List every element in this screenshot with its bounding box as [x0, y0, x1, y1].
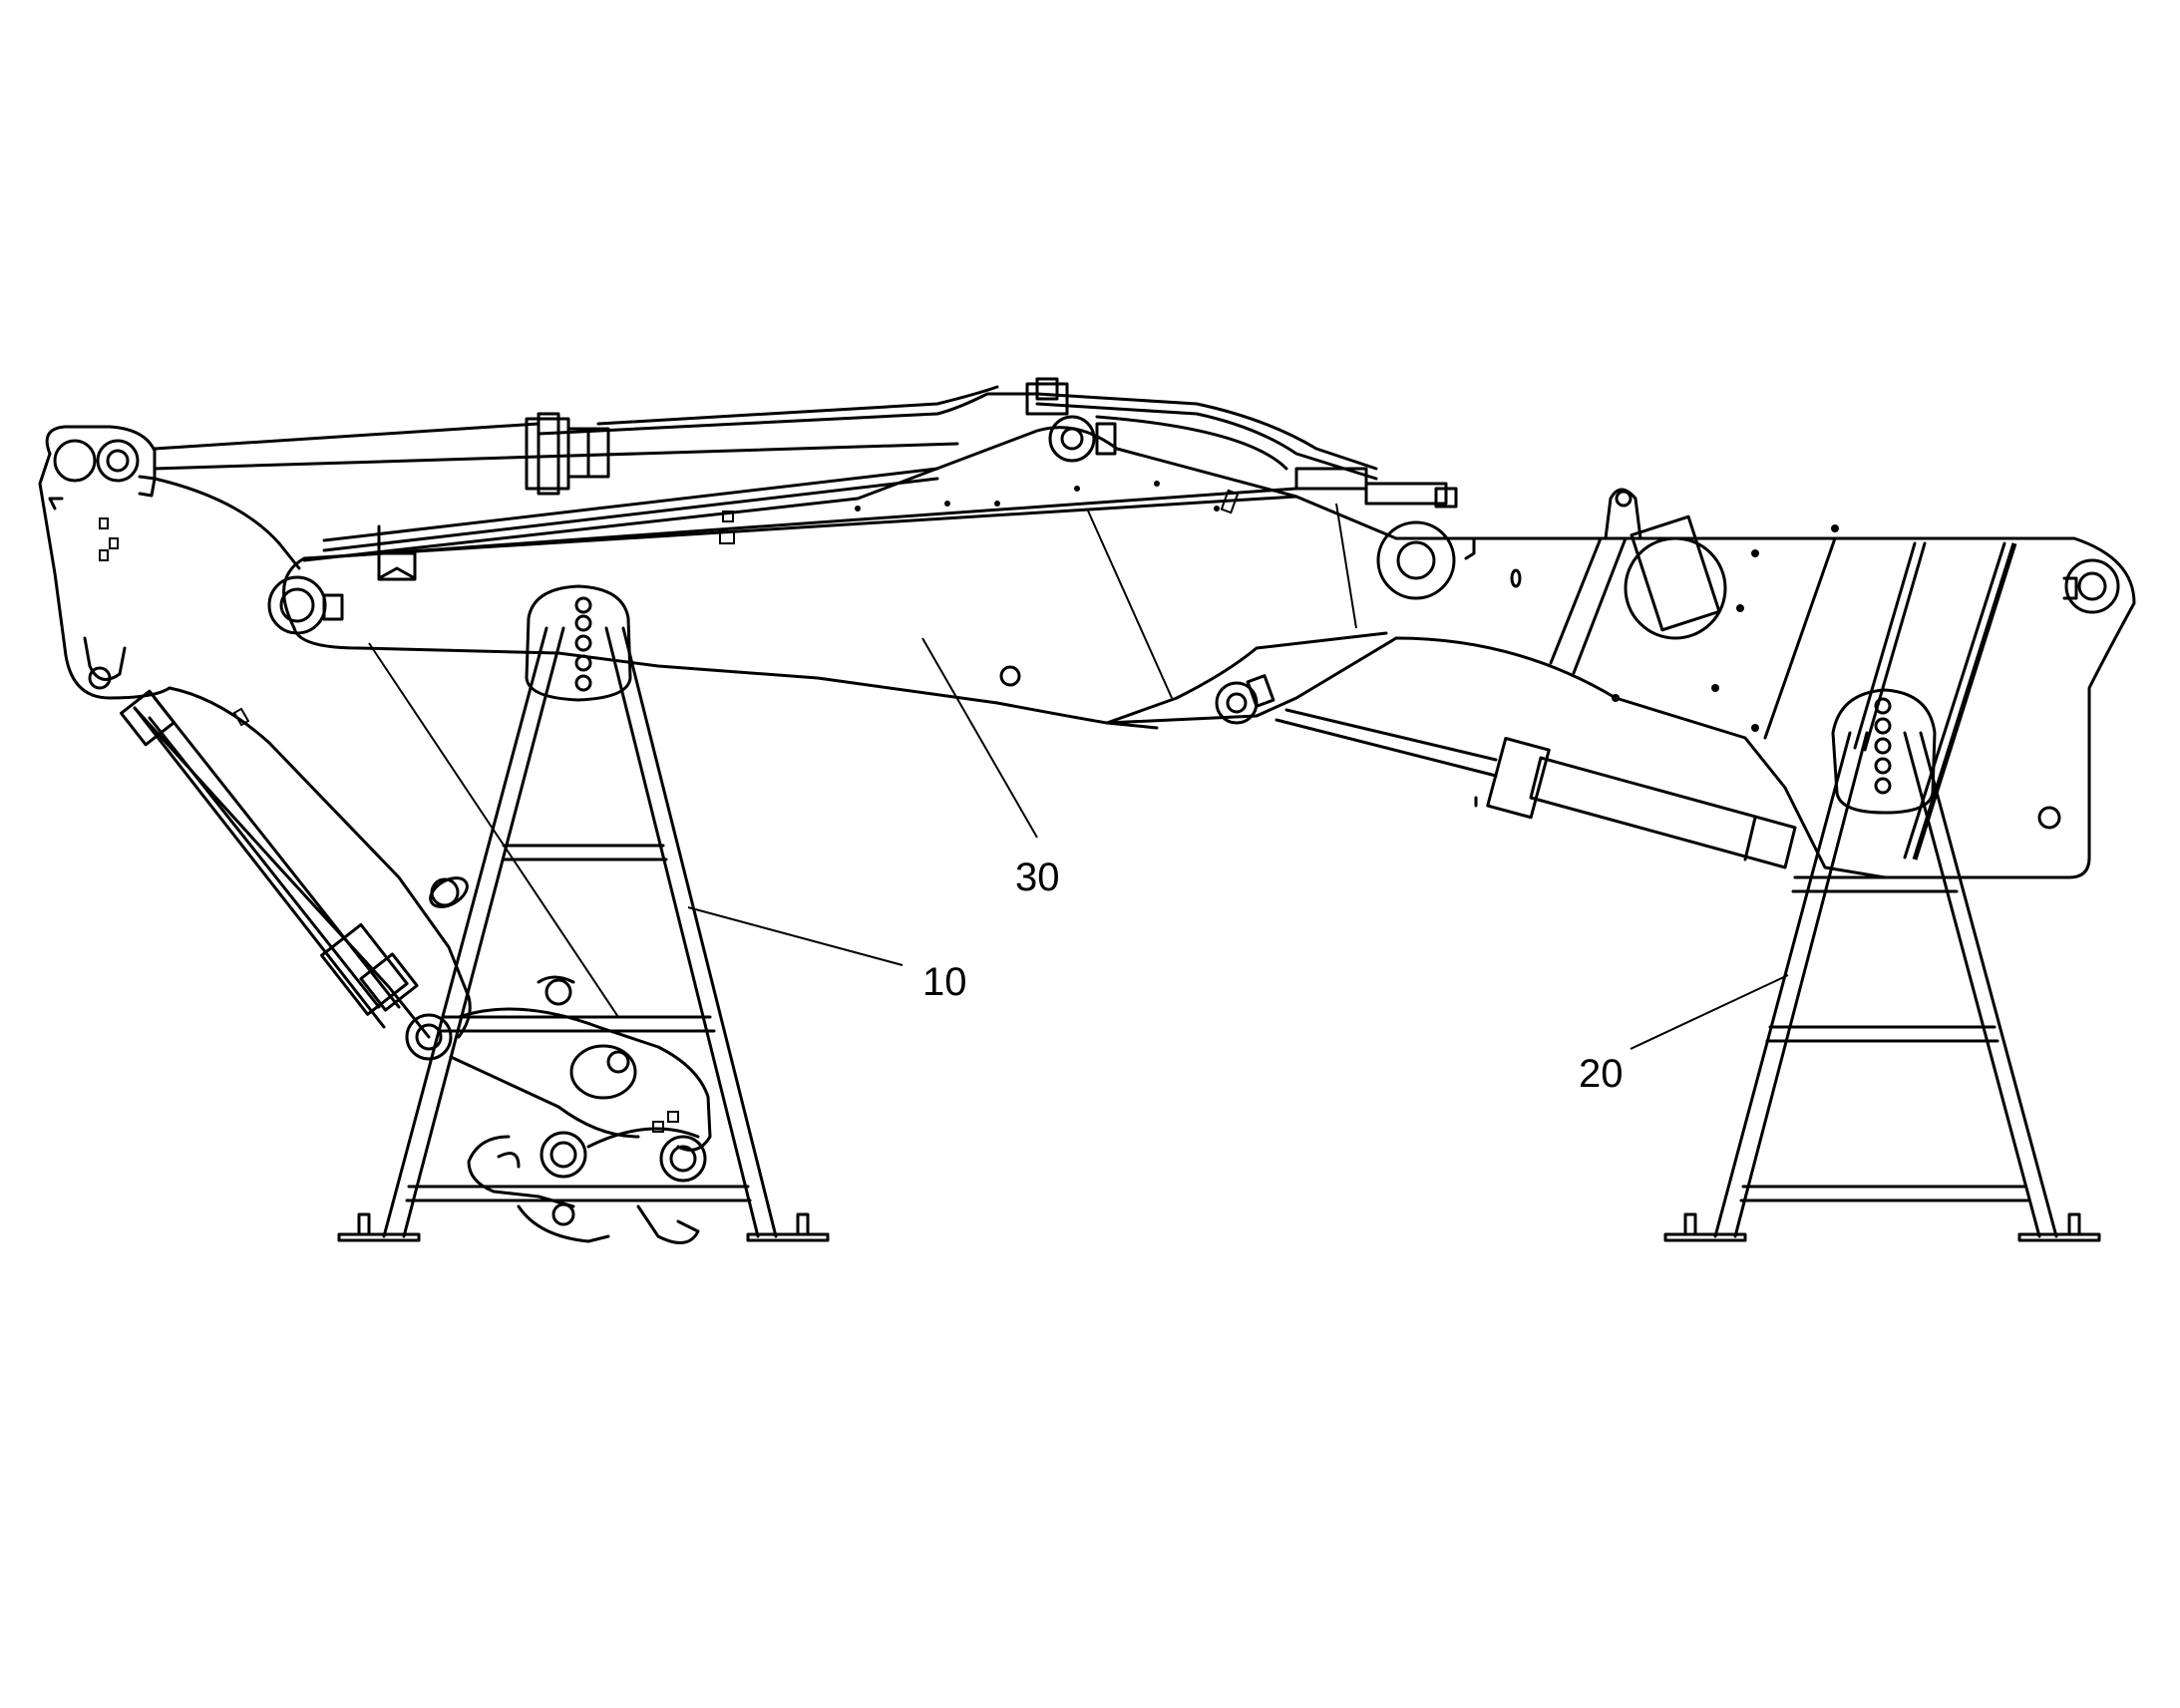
leader-line-20	[1630, 974, 1789, 1050]
support-stand-right	[1663, 688, 2101, 1242]
callout-30-label: 30	[1015, 855, 1060, 899]
callout-10-label: 10	[922, 960, 967, 1004]
leader-line-30	[921, 637, 1038, 839]
bucket-linkage	[38, 425, 712, 1244]
boom-cylinder	[1274, 708, 1797, 869]
callouts: 10 20 30	[368, 637, 1789, 1096]
hydraulic-lines	[153, 377, 1458, 581]
leader-line-10-b	[368, 642, 619, 1018]
leader-line-10	[687, 906, 904, 966]
callout-20-label: 20	[1579, 1052, 1624, 1096]
stick-arm	[267, 415, 1388, 730]
support-stand-left	[337, 584, 830, 1242]
boom-arm	[282, 488, 2136, 879]
